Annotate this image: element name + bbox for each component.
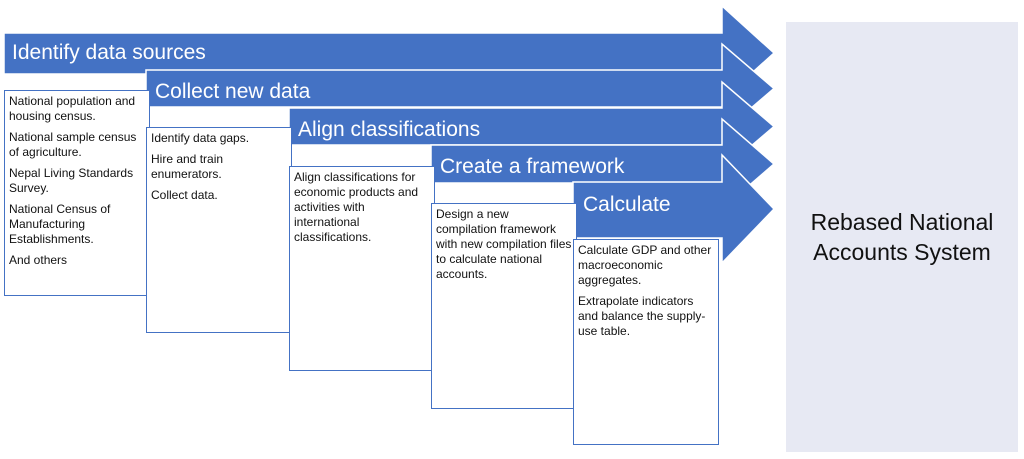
detail-item: National population and housing census. [9,94,136,123]
stage-details-2: Identify data gaps. Hire and train enume… [146,127,292,333]
detail-item: And others [9,253,68,267]
detail-item: National sample census of agriculture. [9,130,137,159]
result-label: Rebased National Accounts System [810,209,994,265]
detail-item: Design a new compilation framework with … [436,207,572,281]
stage-details-5: Calculate GDP and other macroeconomic ag… [573,239,719,445]
detail-item: Identify data gaps. [151,131,250,145]
detail-item: Hire and train enumerators. [151,152,224,181]
stage-title-1: Identify data sources [12,41,206,64]
stage-title-4: Create a framework [440,155,625,178]
stage-details-1: National population and housing census. … [4,90,150,296]
detail-item: Calculate GDP and other macroeconomic ag… [578,243,712,287]
result-panel: Rebased National Accounts System [786,22,1018,452]
detail-item: National Census of Manufacturing Establi… [9,202,111,246]
stage-title-5: Calculate [583,193,671,216]
stage-details-4: Design a new compilation framework with … [431,203,577,409]
detail-item: Nepal Living Standards Survey. [9,166,134,195]
detail-item: Collect data. [151,188,218,202]
detail-item: Extrapolate indicators and balance the s… [578,294,706,338]
stage-arrow-5 [572,153,776,265]
stage-title-2: Collect new data [155,80,311,103]
stage-title-3: Align classifications [298,118,481,141]
stage-details-3: Align classifications for economic produ… [289,166,435,371]
detail-item: Align classifications for economic produ… [294,170,419,244]
